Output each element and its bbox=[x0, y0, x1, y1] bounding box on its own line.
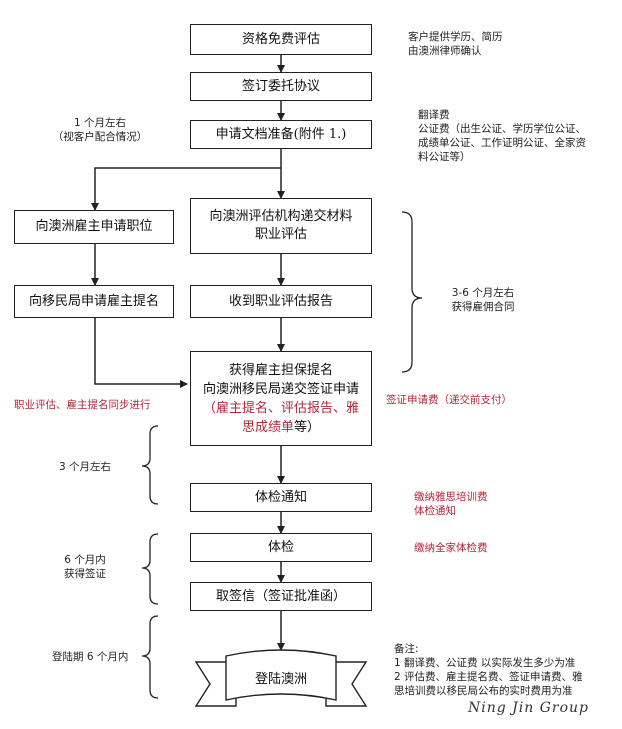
watermark-logo: Ning Jin Group bbox=[468, 700, 589, 716]
box-free-eval: 资格免费评估 bbox=[190, 24, 372, 55]
note-three-months: 3 个月左右 bbox=[58, 461, 112, 473]
note-fees: 翻译费 公证费（出生公证、学历学位公证、 成绩单公证、工作证明公证、全家资 料公… bbox=[418, 109, 586, 163]
brace-3-6-months bbox=[401, 211, 423, 373]
box-sign-agreement: 签订委托协议 bbox=[190, 72, 372, 101]
arrow-nomination-to-sponsor bbox=[94, 318, 188, 388]
box-employer-position: 向澳洲雇主申请职位 bbox=[14, 210, 174, 244]
brace-3-months bbox=[141, 425, 159, 505]
note-medical-fee: 缴纳全家体检费 bbox=[414, 542, 488, 554]
box-visa-collect: 取签信（签证批准函） bbox=[190, 582, 372, 611]
note-visa-fee: 签证申请费（递交前支付） bbox=[386, 394, 512, 406]
note-client-docs: 客户提供学历、简历 由澳洲律师确认 bbox=[408, 31, 503, 57]
note-3-6-months: 3-6 个月左右 获得雇佣合同 bbox=[451, 287, 515, 313]
landing-banner-shape bbox=[194, 649, 368, 707]
landing-label: 登陆澳洲 bbox=[254, 672, 307, 687]
note-parallel: 职业评估、雇主提名同步进行 bbox=[14, 399, 151, 411]
box-medical-notice: 体检通知 bbox=[190, 483, 372, 512]
box-eval-report: 收到职业评估报告 bbox=[190, 285, 372, 318]
note-six-months: 6 个月内 获得签证 bbox=[64, 554, 106, 580]
brace-landing bbox=[141, 615, 159, 699]
box-submit-materials: 向澳洲评估机构递交材料 职业评估 bbox=[190, 198, 372, 254]
box-sponsor-visa: 获得雇主担保提名 向澳洲移民局递交签证申请 （雇主提名、评估报告、雅 思成绩单等… bbox=[190, 351, 372, 446]
note-ielts-fee: 缴纳雅思培训费 体检通知 bbox=[414, 491, 488, 517]
box-nomination: 向移民局申请雇主提名 bbox=[14, 285, 174, 318]
note-remarks: 备注: 1 翻译费、公证费 以实际发生多少为准 2 评估费、雇主提名费、签证申请… bbox=[394, 643, 583, 697]
arrow-branch-employer bbox=[91, 167, 281, 211]
box-prepare-docs: 申请文档准备(附件 1.) bbox=[190, 120, 372, 149]
box-medical: 体检 bbox=[190, 533, 372, 562]
note-one-month: 1 个月左右 （视客户配合情况） bbox=[52, 117, 148, 143]
note-landing-period: 登陆期 6 个月内 bbox=[52, 651, 129, 663]
sponsor-line-4: 思成绩单等） bbox=[241, 419, 321, 435]
brace-6-months bbox=[141, 533, 159, 605]
